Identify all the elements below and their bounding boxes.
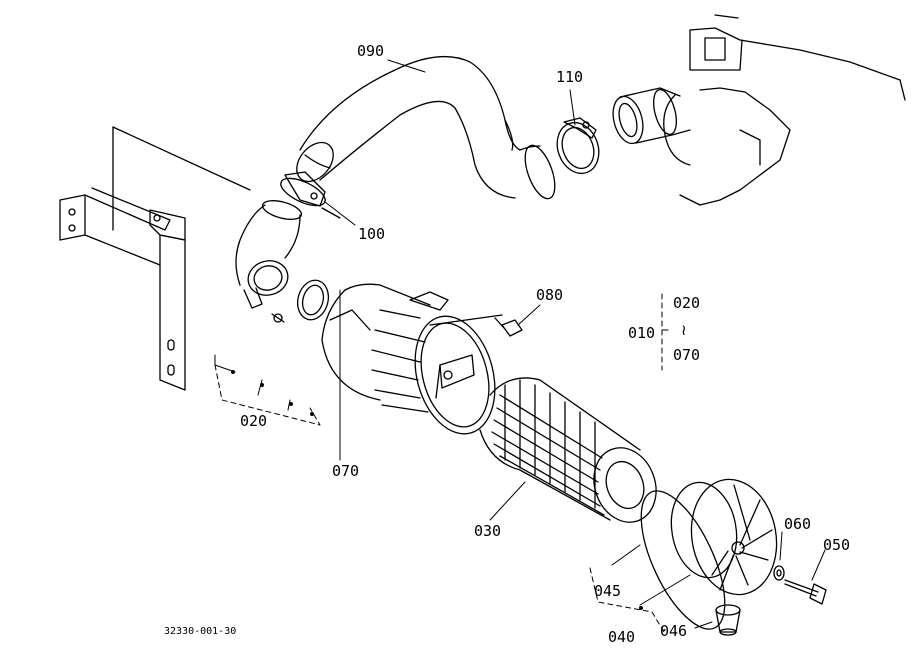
label-040: 040 [608, 628, 635, 646]
evacuator-valve-046 [715, 604, 741, 636]
clamp-100 [280, 171, 341, 219]
air-cleaner-body-070 [321, 283, 496, 435]
gasket-o-ring [640, 490, 726, 630]
mounting-bracket [59, 126, 251, 391]
intake-pipe-stub [612, 87, 691, 145]
label-080: 080 [536, 286, 563, 304]
screw-080 [429, 314, 523, 337]
label-070: 070 [332, 462, 359, 480]
reference-dots [231, 370, 643, 610]
filter-element-030 [479, 377, 657, 523]
label-046: 046 [660, 622, 687, 640]
inlet-elbow [235, 200, 303, 286]
label-020: 020 [240, 412, 267, 430]
hose-clamp-110 [556, 117, 600, 175]
label-050: 050 [823, 536, 850, 554]
label-100: 100 [358, 225, 385, 243]
wing-bolt-050 [784, 579, 827, 605]
label-020-range-start: 020 [673, 294, 700, 312]
label-110: 110 [556, 68, 583, 86]
band-clamp [243, 260, 289, 323]
washer-060 [773, 565, 785, 581]
label-030: 030 [474, 522, 501, 540]
engine-block-fragment [663, 14, 906, 206]
label-090: 090 [357, 42, 384, 60]
drawing-number: 32330-001-30 [164, 626, 236, 637]
label-060: 060 [784, 515, 811, 533]
rubber-ring [296, 279, 330, 321]
range-symbol: ≀ [681, 321, 687, 339]
part-labels: 090 110 100 080 020 010 ≀ 070 020 070 03… [164, 42, 850, 646]
label-010: 010 [628, 324, 655, 342]
leader-lines [214, 59, 826, 633]
cover-040 [670, 478, 778, 596]
intake-hose-090 [296, 56, 556, 200]
label-070-range-end: 070 [673, 346, 700, 364]
label-045: 045 [594, 582, 621, 600]
